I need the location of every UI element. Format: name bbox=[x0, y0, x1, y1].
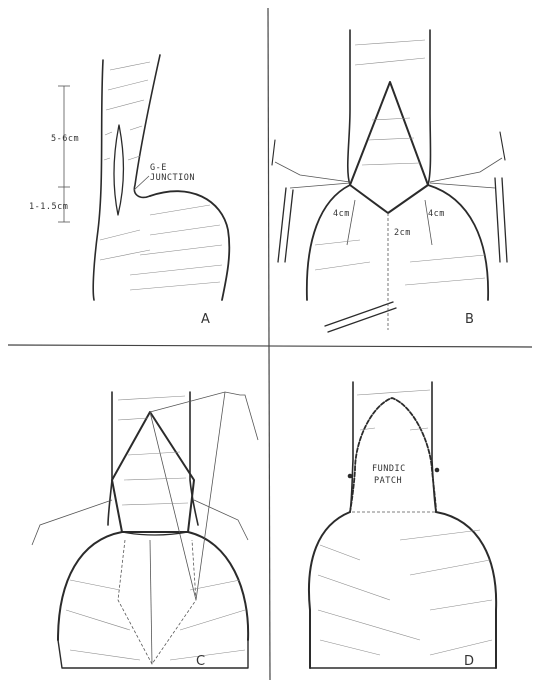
panel-a: 5-6cm G-E JUNCTION 1-1.5cm A bbox=[29, 55, 229, 327]
panel-c: C bbox=[32, 392, 258, 669]
panel-letter-b: B bbox=[465, 312, 474, 327]
label-4cm-right: 4cm bbox=[428, 209, 445, 219]
label-g-e: G-E bbox=[150, 163, 167, 173]
panel-letter-c: C bbox=[196, 654, 205, 669]
divider-vertical bbox=[268, 8, 270, 680]
panel-b: 4cm 4cm 2cm B bbox=[272, 30, 507, 332]
divider-horizontal bbox=[8, 345, 532, 347]
panel-letter-d: D bbox=[464, 654, 474, 669]
label-5-6cm: 5-6cm bbox=[51, 134, 79, 144]
label-2cm: 2cm bbox=[394, 228, 411, 238]
label-fundic: FUNDIC bbox=[372, 464, 406, 474]
panel-letter-a: A bbox=[201, 312, 210, 327]
label-4cm-left: 4cm bbox=[333, 209, 350, 219]
label-junction: JUNCTION bbox=[150, 173, 195, 183]
panel-d: FUNDIC PATCH D bbox=[309, 382, 496, 669]
label-patch: PATCH bbox=[374, 476, 402, 486]
label-1-1-5cm: 1-1.5cm bbox=[29, 202, 68, 212]
